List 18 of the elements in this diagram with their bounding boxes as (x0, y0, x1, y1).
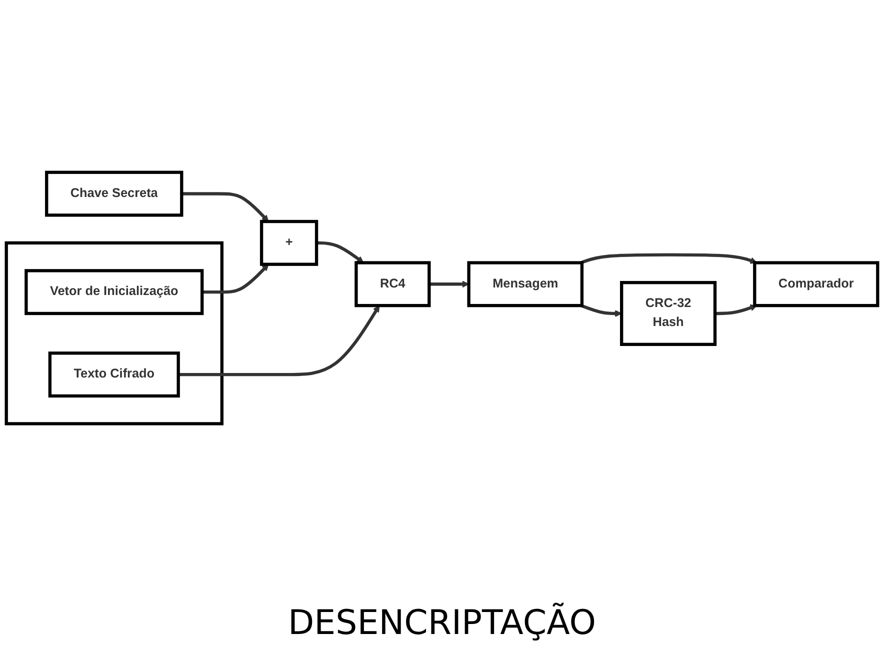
node-box: Chave Secreta (45, 171, 184, 218)
arrow (715, 304, 758, 316)
node-box: + (260, 220, 318, 266)
arrow (202, 264, 269, 294)
arrow (178, 306, 380, 377)
arrow (580, 304, 622, 318)
arrow (580, 254, 758, 265)
node-box: Comparador (753, 262, 880, 308)
node-box: Mensagem (467, 262, 584, 308)
arrow (182, 192, 269, 222)
node-box: CRC-32 Hash (620, 281, 717, 346)
cluster (4, 242, 224, 426)
diagram-caption: DESENCRIPTAÇÃO (288, 602, 596, 645)
arrow (429, 281, 470, 288)
node-box: Texto Cifrado (48, 352, 180, 398)
node-box: RC4 (354, 262, 431, 308)
node-box: Vetor de Inicialização (24, 270, 204, 316)
arrow (316, 242, 364, 264)
